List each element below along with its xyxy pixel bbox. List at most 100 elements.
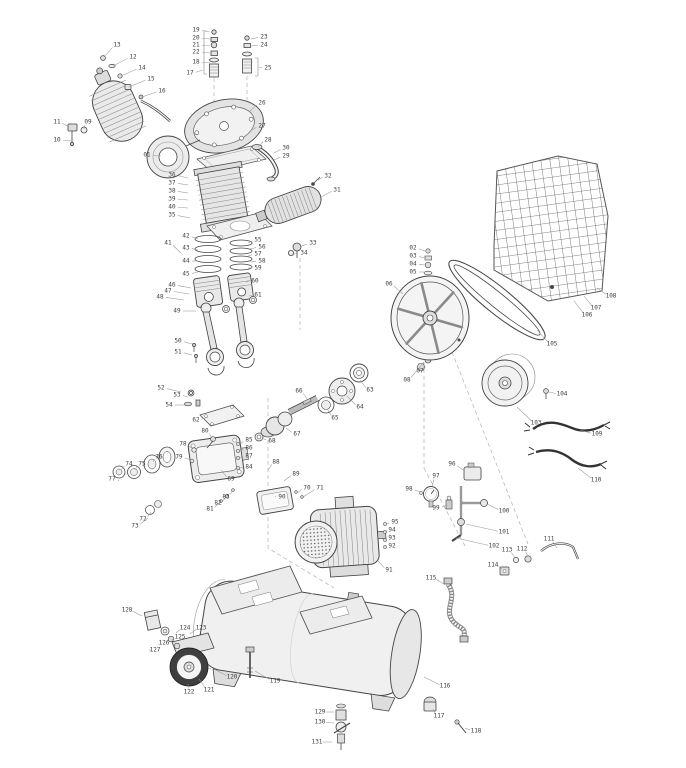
part-callout-27: 27 [258,123,266,130]
leader-line-20 [201,37,211,40]
leader-line-107 [583,295,592,306]
oil-plug-parts [184,389,201,407]
leader-line-78 [188,445,194,450]
leader-line-22 [201,51,211,54]
head-bolt-stacks [203,29,259,78]
part-callout-92: 92 [388,543,396,550]
leader-line-12 [112,58,128,67]
part-callout-101: 101 [499,529,510,536]
crankcase-block [187,434,249,503]
leader-line-104 [548,391,557,394]
part-callout-96: 96 [448,461,456,468]
leader-line-124 [175,629,180,634]
part-callout-19: 19 [192,27,200,34]
part-callout-76: 76 [155,454,163,461]
part-callout-25: 25 [264,65,272,72]
part-callout-114: 114 [488,562,499,569]
part-callout-35: 35 [168,212,176,219]
leader-line-73 [139,517,149,525]
part-callout-90: 90 [278,494,286,501]
part-callout-113: 113 [502,547,513,554]
part-callout-58: 58 [258,258,266,265]
leader-line-99 [441,504,448,508]
leader-line-16 [141,91,157,98]
part-callout-26: 26 [258,100,266,107]
leader-line-47 [173,291,190,295]
leader-line-08 [410,361,425,378]
leader-line-01 [152,154,162,157]
part-callout-75: 75 [138,461,146,468]
leader-line-46 [177,285,192,289]
belt-guard [493,155,609,302]
part-callout-51: 51 [174,349,182,356]
tank-foot-and-screw [423,696,467,734]
part-callout-63: 63 [366,387,374,394]
leader-line-125 [171,638,175,641]
leader-line-75 [134,466,138,471]
leader-line-30 [273,149,281,154]
part-callout-77: 77 [108,476,116,483]
part-callout-109: 109 [592,431,603,438]
part-callout-34: 34 [300,250,308,257]
leader-line-128 [132,611,143,617]
leader-line-84 [239,467,244,469]
part-callout-72: 72 [139,516,147,523]
leader-line-106 [573,300,584,313]
part-callout-81: 81 [206,506,214,513]
part-callout-39: 39 [168,196,176,203]
leader-line-113 [511,552,516,559]
crankcase-bore [146,135,201,179]
part-callout-69: 69 [227,476,235,483]
part-callout-62: 62 [192,417,200,424]
leader-line-11 [62,123,70,128]
part-callout-66: 66 [295,388,303,395]
leader-line-77 [117,479,120,482]
bottom-left-hardware [143,609,181,649]
leader-line-117 [432,708,436,714]
connecting-rods [200,297,255,376]
power-cables [523,421,611,470]
leader-line-105 [536,329,548,342]
part-callout-57: 57 [254,251,262,258]
part-callout-108: 108 [606,293,617,300]
leader-line-110 [577,467,592,479]
crankshaft-assembly [254,356,432,442]
piston-ring-stacks [194,235,253,273]
leader-line-48 [165,297,185,301]
part-callout-18: 18 [192,59,200,66]
part-callout-23: 23 [260,34,268,41]
leader-line-114 [498,566,503,570]
leader-line-31 [320,191,332,198]
leader-line-67 [285,427,292,433]
part-callout-07: 07 [416,368,424,375]
flywheel [390,248,470,361]
oil-fitting [287,242,302,258]
leader-line-19 [201,30,211,33]
leader-line-25 [258,66,263,68]
outlet-pipe-fittings [499,542,580,576]
leader-line-72 [147,511,152,517]
part-callout-94: 94 [388,527,396,534]
part-callout-99: 99 [432,505,440,512]
leader-line-45 [191,271,199,274]
pistons [193,272,257,313]
leader-line-101 [465,523,499,532]
shaft-seals [112,446,176,515]
cover-plate [256,486,304,515]
part-callout-13: 13 [113,42,121,49]
leader-line-60 [245,281,250,283]
leader-line-28 [257,141,264,148]
leader-line-79 [184,457,192,461]
part-callout-78: 78 [179,441,187,448]
part-callout-43: 43 [182,245,190,252]
leader-line-23 [250,37,259,40]
part-callout-115: 115 [426,575,437,582]
electric-motor [294,495,387,578]
leader-line-37 [177,183,189,186]
part-callout-15: 15 [147,76,155,83]
part-callout-111: 111 [544,536,555,543]
part-callout-110: 110 [591,477,602,484]
leader-line-57 [247,254,253,257]
part-callout-09: 09 [84,119,92,126]
part-callout-46: 46 [168,282,176,289]
